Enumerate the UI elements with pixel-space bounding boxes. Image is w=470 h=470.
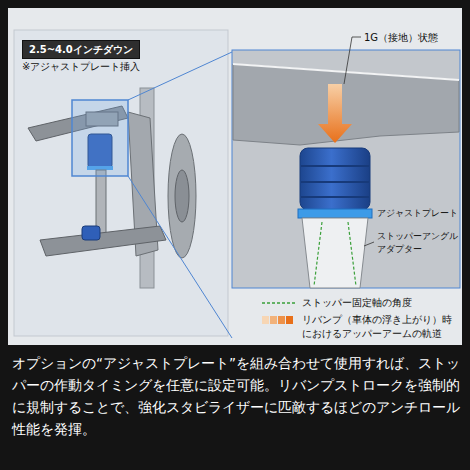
leader-line [344,37,361,84]
brake-rotor [168,134,196,258]
leader-line [364,242,374,246]
part-label: 1G（接地）状態 [364,30,438,45]
shock-absorber [96,170,106,234]
part-label-box: 1G（接地）状態 [364,30,438,45]
zoom-panel [232,50,460,288]
part-label: ストッパーアングル アダプター [377,230,461,256]
stopper-ring [301,196,369,198]
heading-text: 2.5~4.0インチダウン [29,43,133,56]
lower-stopper [82,226,100,240]
panel-ground [8,8,462,345]
caption-text: オプションの“アジャストプレート”を組み合わせて使用すれば、ストッパーの作動タイ… [12,352,460,440]
part-label-box: ※アジャストプレート挿入 [22,59,140,74]
legend-text: リバンプ（車体の浮き上がり）時 におけるアッパーアームの軌道 [302,313,452,341]
load-arrow [318,84,352,143]
adjust-plate-detail [298,209,372,218]
heading-box: 2.5~4.0インチダウン [22,40,140,59]
hub [175,170,189,222]
zoom-leader [128,176,232,338]
part-label: アジャストプレート [377,207,458,220]
part-label-box: アジャストプレート [377,207,458,220]
part-label: ※アジャストプレート挿入 [22,59,140,74]
stopper-ring [301,165,369,167]
legend-text: ストッパー固定軸の角度 [302,296,452,310]
legend-sample-gradient [278,316,285,324]
angle-adapter [302,218,368,288]
zoom-leader [128,52,232,100]
legend-sample-gradient [270,316,277,324]
axis-line [314,222,322,286]
bump-stopper-detail [300,148,370,210]
legend-row: リバンプ（車体の浮き上がり）時 におけるアッパーアームの軌道 [302,313,452,341]
legend-row: ストッパー固定軸の角度 [302,296,452,310]
lower-arm [40,226,166,256]
zoom-frame [72,100,128,176]
stopper-ring [301,181,369,183]
legend-sample-gradient [262,316,269,324]
upper-arm-detail [233,64,459,145]
part-label-box: ストッパーアングル アダプター [377,230,461,256]
caption-box: オプションの“アジャストプレート”を組み合わせて使用すれば、ストッパーの作動タイ… [12,352,460,440]
axis-line [348,222,356,286]
legend-sample-line [262,302,296,304]
left-panel [14,30,228,336]
legend-sample-gradient [286,316,293,324]
